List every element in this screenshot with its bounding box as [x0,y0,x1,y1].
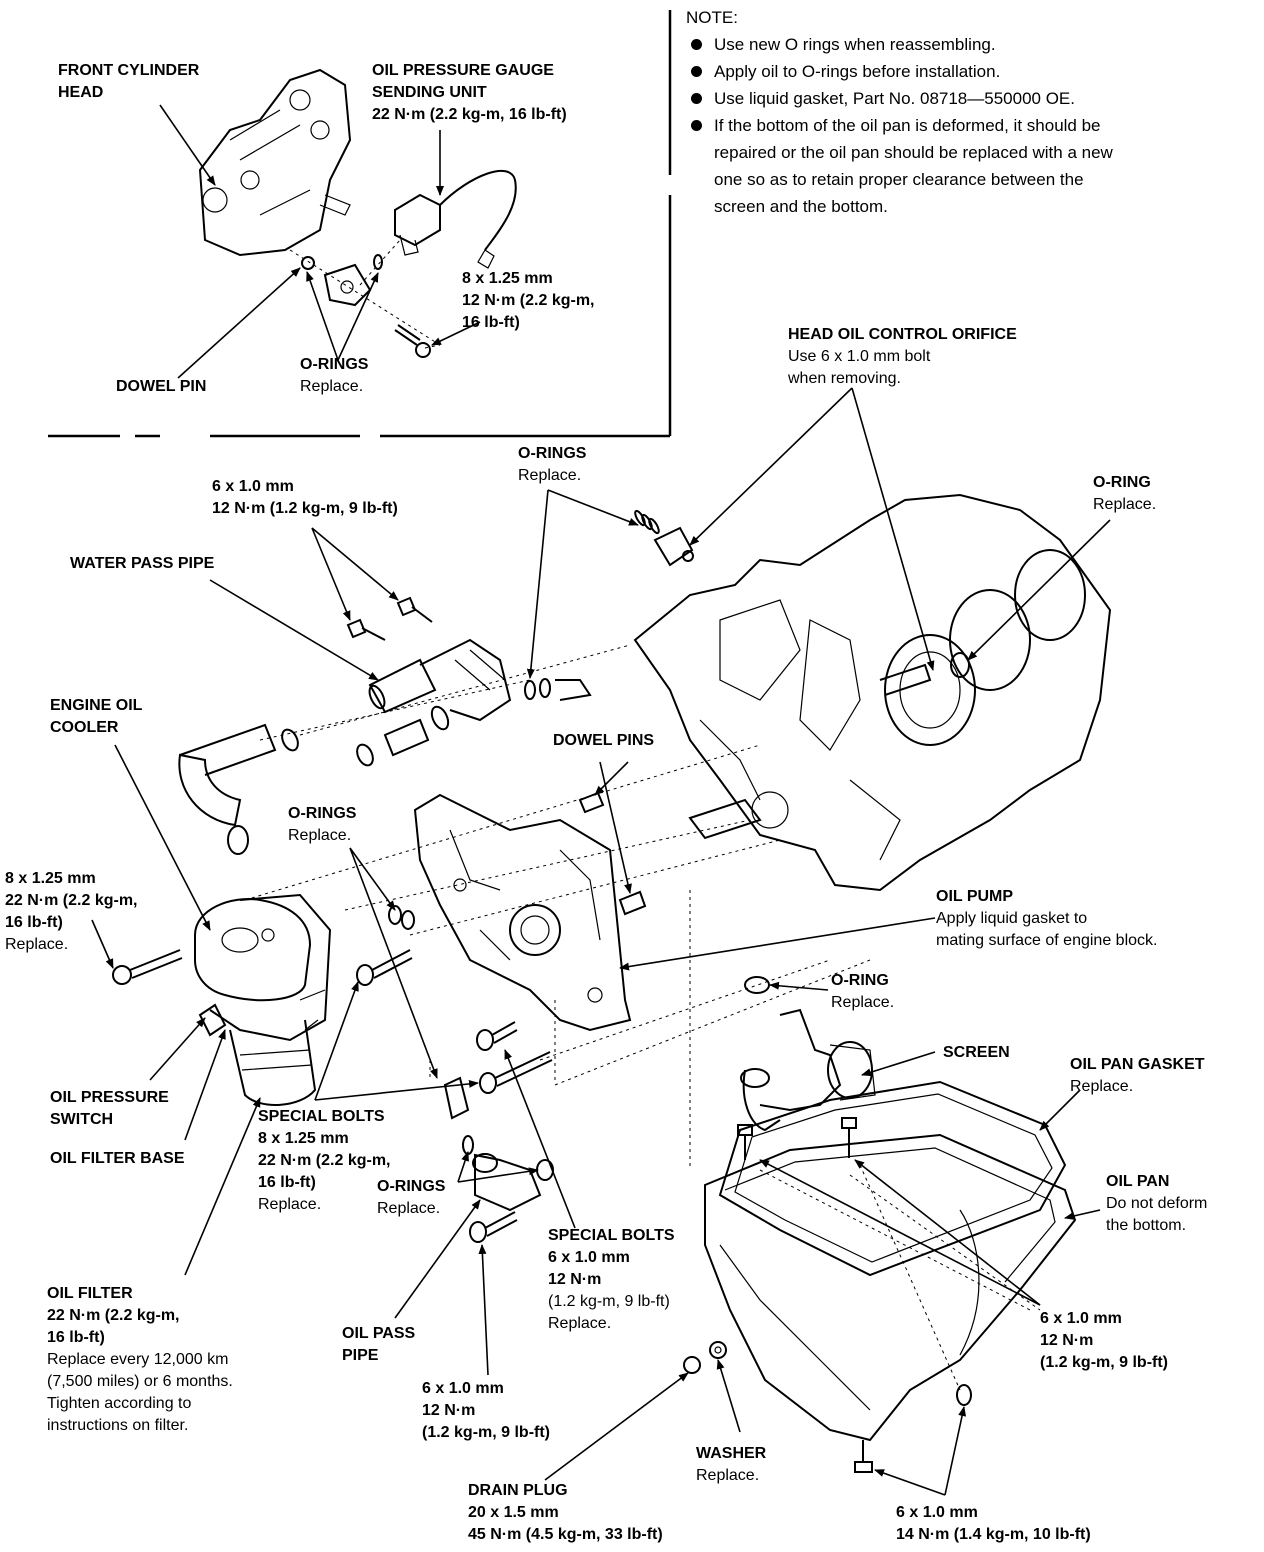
label-screen: SCREEN [943,1044,1010,1061]
oil-pan [704,1133,1077,1442]
bolt-top-1 [346,618,386,641]
oil-pressure-switch [198,1003,227,1037]
oil-filter [229,1019,317,1106]
label-water-pass-pipe: WATER PASS PIPE [70,555,215,572]
inset-border [48,10,672,438]
label-orings-top: O-RINGS Replace. [518,445,587,484]
label-dowel-pins: DOWEL PINS [553,732,655,749]
label-orings-mid: O-RINGS Replace. [288,805,357,844]
orings-top [634,509,660,535]
label-orings-low: O-RINGS Replace. [377,1178,446,1217]
engine-oil-cooler [194,898,312,1002]
oil-pass-pipe [443,1076,554,1243]
note-block: NOTE: Use new O rings when reassembling.… [686,4,1256,220]
pan-bolt-bottom [854,1440,873,1473]
label-washer: WASHER Replace. [696,1445,767,1484]
pan-bolt-1 [737,1124,753,1160]
note-item: If the bottom of the oil pan is deformed… [686,112,1256,220]
inset-oring [373,254,383,270]
note-heading: NOTE: [686,8,738,27]
special-bolt-left-2 [476,1021,518,1051]
label-oil-filter-base: OIL FILTER BASE [50,1150,185,1167]
note-item: Use liquid gasket, Part No. 08718—550000… [686,85,1256,112]
dowel-pins [578,791,647,916]
label-oring-right: O-RING Replace. [1093,474,1157,513]
front-cylinder-head [198,68,352,257]
bolt-top-2 [396,596,433,623]
water-pipe-parts [281,705,450,767]
oring-block [950,652,970,678]
drain-plug-washer [683,1341,727,1374]
label-oil-pan-gasket: OIL PAN GASKET Replace. [1070,1056,1205,1095]
pan-bolt-2 [841,1117,857,1158]
inset-dashes [289,239,441,346]
head-oil-orifice-inset [323,263,372,307]
oil-filter-base [209,893,332,1042]
engine-block [633,493,1112,892]
oil-pan-gasket [718,1080,1067,1277]
pan-bolt-3 [956,1384,972,1406]
assembly-guide-lines [244,344,1041,1391]
label-dowel-pin: DOWEL PIN [116,378,207,395]
water-pass-pipe [368,638,592,722]
special-bolt-left-1 [356,949,413,986]
note-item: Apply oil to O-rings before installation… [686,58,1256,85]
note-list: Use new O rings when reassembling. Apply… [686,31,1256,220]
oil-cooler-elbow [178,723,277,855]
orings-mid [388,905,415,930]
note-item: Use new O rings when reassembling. [686,31,1256,58]
inset-bolt [394,324,431,358]
oil-pump [413,793,632,1032]
special-bolt-left-3 [479,1051,553,1094]
label-head-oil-control-orifice: HEAD OIL CONTROL ORIFICE Use 6 x 1.0 mm … [788,326,1017,387]
cooler-bolt [112,949,183,985]
label-inset-orings: O-RINGS Replace. [300,356,369,395]
inset-dowel-pin [301,256,315,270]
leader-lines [91,104,1111,1496]
head-oil-control-orifice [653,526,694,567]
label-oring-pump: O-RING Replace. [831,972,895,1011]
oil-pressure-sending-unit [394,170,517,269]
